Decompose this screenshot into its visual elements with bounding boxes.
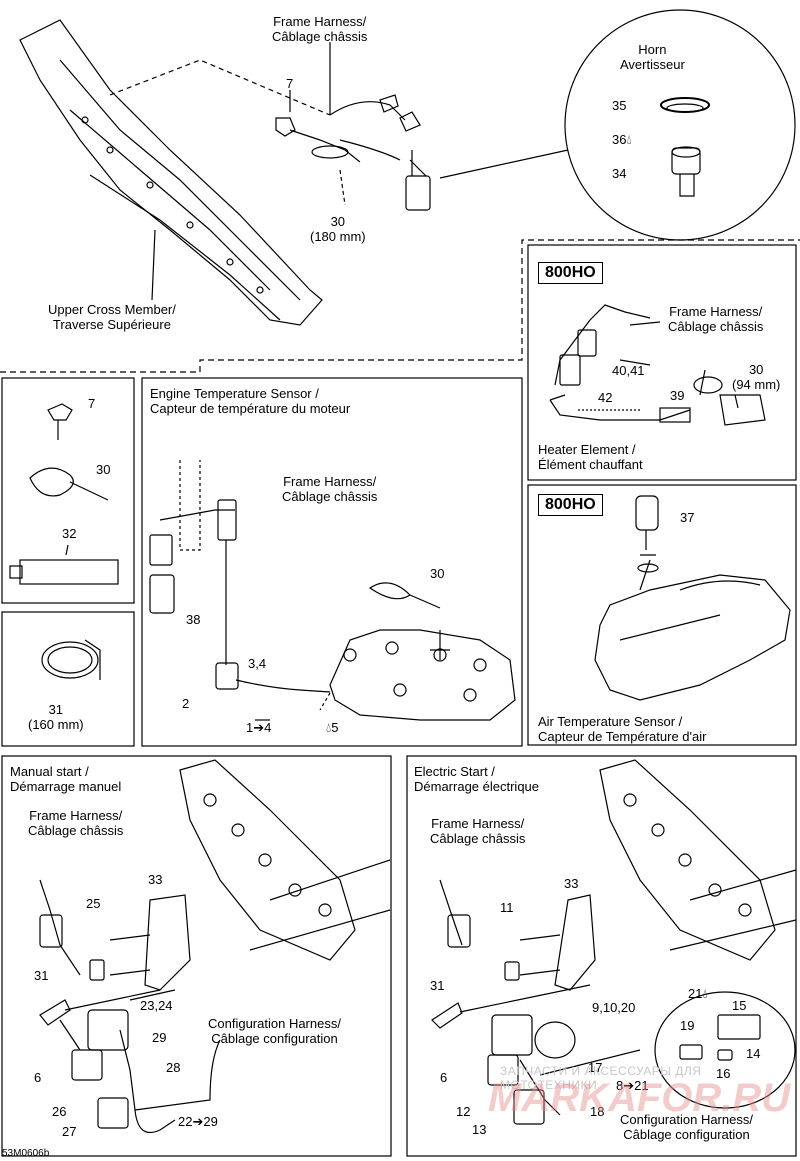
part-7-label: 7: [286, 76, 294, 91]
electric-start-title: Electric Start / Démarrage électrique: [414, 764, 540, 794]
part-40-41-label: 40,41: [612, 363, 645, 378]
badge-800ho-heater: 800HO: [538, 262, 603, 284]
heater-element-label: Heater Element / Élément chauffant: [538, 442, 643, 472]
part-38-label: 38: [186, 612, 201, 627]
engine-temp-title: Engine Temperature Sensor / Capteur de t…: [150, 386, 351, 416]
horn-title: Horn Avertisseur: [620, 42, 685, 72]
frame-harness-label-electric: Frame Harness/ Câblage châssis: [430, 816, 526, 846]
part-33-manual-label: 33: [148, 872, 163, 887]
part-6-manual-label: 6: [34, 1070, 42, 1085]
part-39-label: 39: [670, 388, 685, 403]
frame-harness-label-top: Frame Harness/ Câblage châssis: [272, 14, 368, 44]
part-31-electric-label: 31: [430, 978, 445, 993]
upper-cross-member-label: Upper Cross Member/ Traverse Supérieure: [48, 302, 176, 332]
part-30-heater-label: 30(94 mm): [732, 362, 781, 392]
oil-drop-icon: 💧︎: [626, 132, 632, 147]
part-37-label: 37: [680, 510, 695, 525]
part-23-24-label: 23,24: [140, 998, 173, 1013]
watermark-logo: MARKAFOR.RU: [488, 1076, 791, 1120]
frame-harness-label-manual: Frame Harness/ Câblage châssis: [28, 808, 124, 838]
part-31-manual-label: 31: [34, 968, 49, 983]
part-31-label: 31(160 mm): [28, 702, 84, 732]
part-9-10-20-label: 9,10,20: [592, 1000, 636, 1015]
part-12-label: 12: [456, 1104, 471, 1119]
manual-start-title: Manual start / Démarrage manuel: [10, 764, 122, 794]
part-5-label: 💧︎5: [326, 720, 339, 735]
part-29-label: 29: [152, 1030, 167, 1045]
part-32-label: 32: [62, 526, 77, 541]
part-30-left-label: 30: [96, 462, 111, 477]
part-22-29-label: 22➔29: [178, 1114, 218, 1129]
part-30-engine-label: 30: [430, 566, 445, 581]
part-27-label: 27: [62, 1124, 77, 1139]
part-42-label: 42: [598, 390, 613, 405]
part-17-label: 17: [588, 1060, 603, 1075]
part-13-label: 13: [472, 1122, 487, 1137]
frame-harness-label-heater: Frame Harness/ Câblage châssis: [668, 304, 764, 334]
part-11-label: 11: [500, 900, 514, 915]
part-34-label: 34: [612, 166, 627, 181]
part-26-label: 26: [52, 1104, 67, 1119]
part-1-4-label: 1➔4: [246, 720, 272, 735]
oil-drop-icon: 💧︎: [326, 720, 332, 735]
part-18-label: 18: [590, 1104, 605, 1119]
config-harness-label-manual: Configuration Harness/ Câblage configura…: [208, 1016, 341, 1046]
part-21-label: 21💧︎: [688, 986, 708, 1001]
part-25-label: 25: [86, 896, 101, 911]
part-36-label: 36💧︎: [612, 132, 632, 147]
part-7-left-label: 7: [88, 396, 96, 411]
figure-code: 53M0606b: [2, 1148, 50, 1159]
part-15-label: 15: [732, 998, 747, 1013]
part-33-electric-label: 33: [564, 876, 579, 891]
part-35-label: 35: [612, 98, 627, 113]
frame-harness-label-engine: Frame Harness/ Câblage châssis: [282, 474, 378, 504]
oil-drop-icon: 💧︎: [702, 986, 708, 1001]
part-2-label: 2: [182, 696, 190, 711]
part-16-label: 16: [716, 1066, 731, 1081]
part-6-electric-label: 6: [440, 1070, 448, 1085]
part-28-label: 28: [166, 1060, 181, 1075]
part-14-label: 14: [746, 1046, 761, 1061]
part-8-21-label: 8➔21: [616, 1078, 649, 1093]
part-3-4-label: 3,4: [248, 656, 267, 671]
part-19-label: 19: [680, 1018, 695, 1033]
air-temp-title: Air Temperature Sensor / Capteur de Temp…: [538, 714, 707, 744]
badge-800ho-air: 800HO: [538, 494, 603, 516]
part-30-label: 30(180 mm): [310, 214, 366, 244]
config-harness-label-electric: Configuration Harness/ Câblage configura…: [620, 1112, 753, 1142]
watermark-text: ЗАПЧАСТИ И АКСЕССУАРЫ ДЛЯ МОТОТЕХНИКИ: [500, 1064, 702, 1092]
